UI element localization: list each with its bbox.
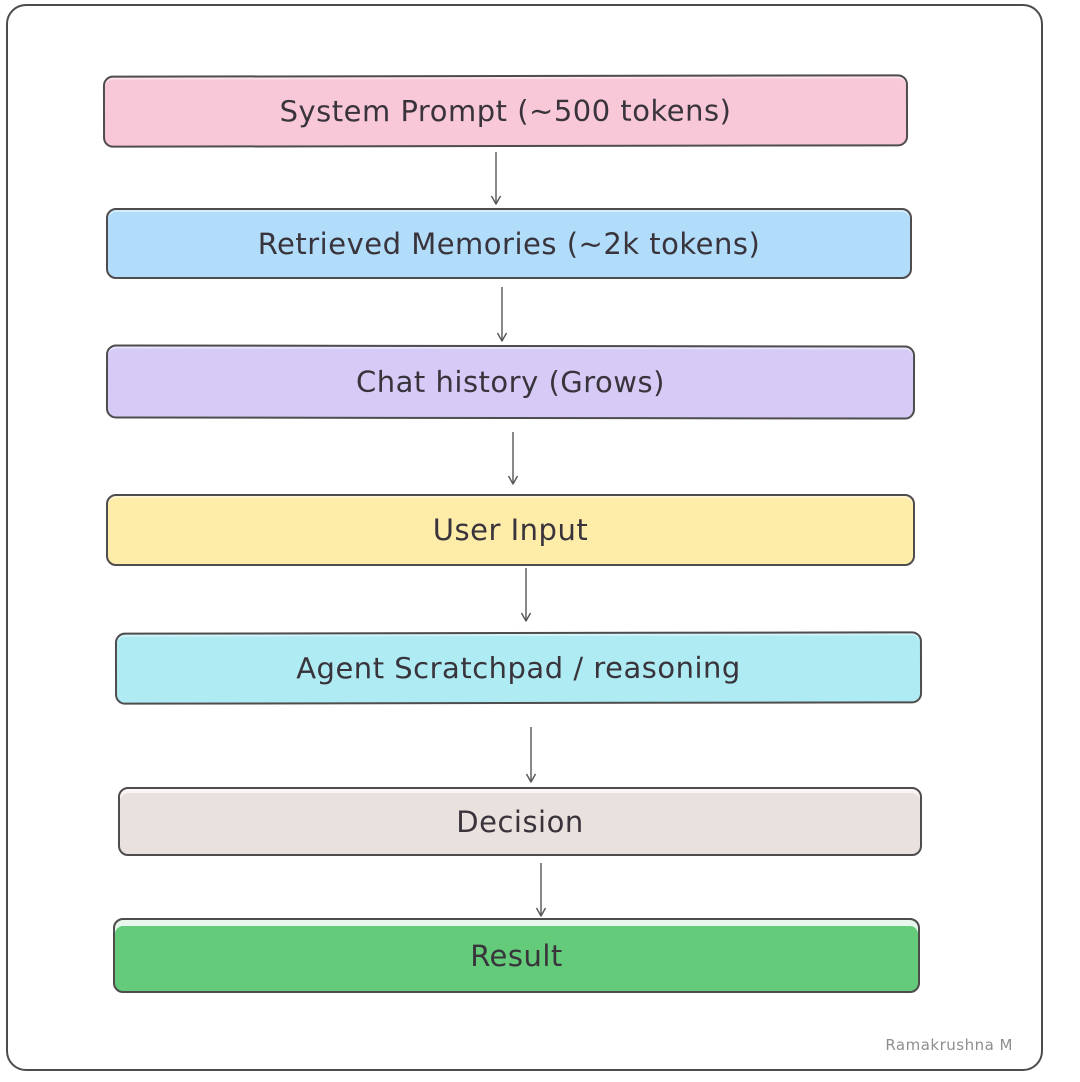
node-user-input-label: User Input — [432, 513, 589, 547]
node-decision-label: Decision — [456, 804, 584, 839]
node-retrieved-memories-label: Retrieved Memories (~2k tokens) — [257, 226, 761, 261]
node-agent-scratchpad-label: Agent Scratchpad / reasoning — [296, 650, 741, 686]
flow-arrow-3 — [506, 432, 520, 485]
node-retrieved-memories: Retrieved Memories (~2k tokens) — [106, 208, 912, 279]
node-system-prompt: System Prompt (~500 tokens) — [102, 74, 909, 148]
canvas-frame-border — [6, 4, 1043, 1071]
node-chat-history: Chat history (Grows) — [105, 344, 916, 420]
node-system-prompt-label: System Prompt (~500 tokens) — [279, 93, 732, 129]
node-agent-scratchpad: Agent Scratchpad / reasoning — [114, 631, 923, 705]
node-user-input: User Input — [106, 494, 915, 566]
node-result-label: Result — [470, 938, 563, 973]
node-chat-history-label: Chat history (Grows) — [356, 364, 665, 400]
flow-arrow-1 — [489, 152, 503, 205]
flow-arrow-4 — [519, 568, 533, 622]
flow-arrow-6 — [534, 863, 548, 917]
signature-text: Ramakrushna M — [885, 1036, 1013, 1054]
flow-arrow-5 — [524, 727, 538, 783]
flow-arrow-2 — [495, 287, 509, 342]
node-decision: Decision — [118, 787, 922, 856]
node-result: Result — [113, 918, 920, 993]
